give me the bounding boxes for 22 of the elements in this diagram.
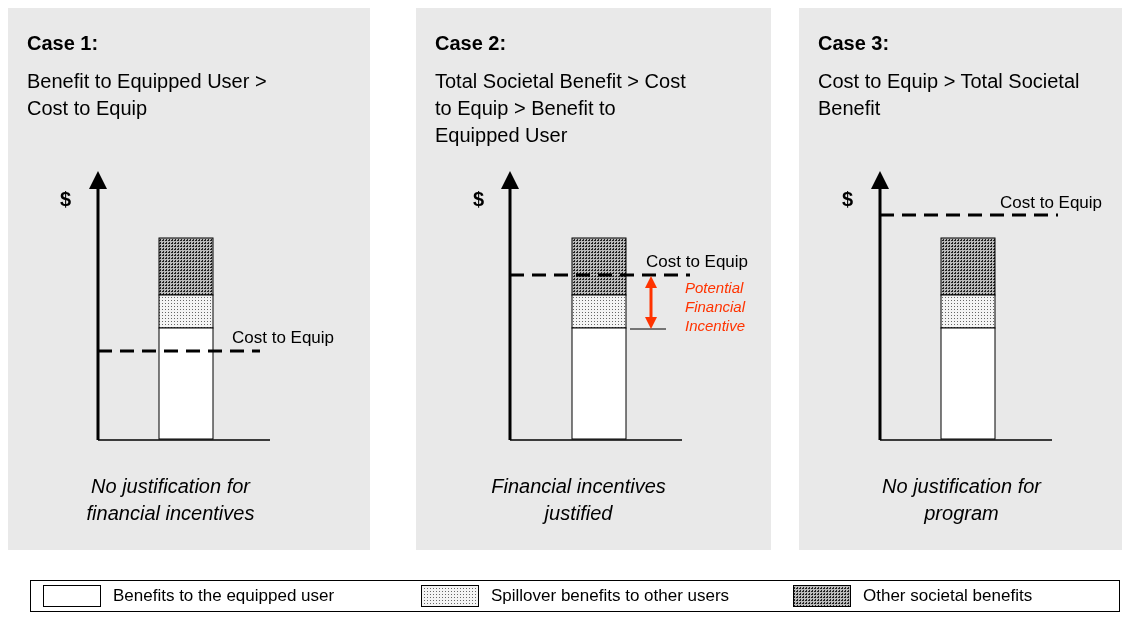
case-condition: Total Societal Benefit > Cost to Equip > Benefit to Equipped User — [435, 69, 687, 148]
case-heading: Case 1: — [27, 31, 99, 56]
legend-label: Spillover benefits to other users — [491, 585, 730, 608]
incentive-label: Potential Financial Incentive — [685, 278, 747, 335]
axis-label: $ — [842, 187, 854, 212]
cost-label: Cost to Equip — [646, 251, 749, 273]
cost-label: Cost to Equip — [1000, 192, 1103, 214]
case-conclusion: Financial incentives justified — [490, 474, 667, 526]
cost-label: Cost to Equip — [232, 327, 335, 349]
case-conclusion: No justification for program — [881, 474, 1043, 526]
case-heading: Case 3: — [818, 31, 890, 56]
axis-label: $ — [473, 187, 485, 212]
case-panel — [416, 8, 771, 550]
case-condition: Cost to Equip > Total Societal Benefit — [818, 69, 1081, 121]
legend-label: Other societal benefits — [863, 585, 1033, 608]
case-panel — [8, 8, 370, 550]
case-conclusion: No justification for financial incentives — [85, 474, 256, 526]
axis-label: $ — [60, 187, 72, 212]
case-heading: Case 2: — [435, 31, 507, 56]
case-panel — [799, 8, 1122, 550]
case-condition: Benefit to Equipped User > Cost to Equip — [27, 69, 268, 121]
legend-label: Benefits to the equipped user — [113, 585, 335, 608]
